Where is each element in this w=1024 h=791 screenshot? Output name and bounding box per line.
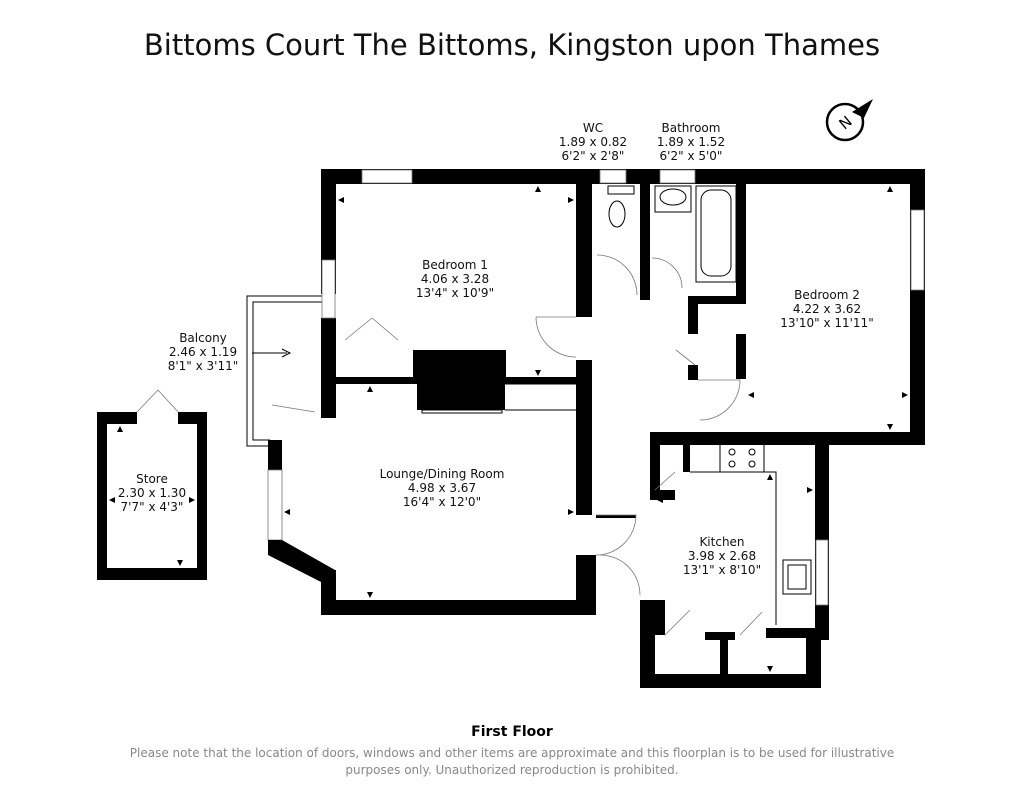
room-imperial: 8'1" x 3'11" (167, 359, 239, 373)
door-swings (271, 254, 763, 636)
floor-label: First Floor (471, 724, 553, 740)
room-label-bathroom: Bathroom 1.89 x 1.52 6'2" x 5'0" (646, 121, 736, 163)
store-walls (97, 389, 207, 580)
room-imperial: 6'2" x 2'8" (561, 149, 625, 163)
room-imperial: 7'7" x 4'3" (120, 500, 184, 514)
room-imperial: 6'2" x 5'0" (659, 149, 723, 163)
room-imperial: 13'4" x 10'9" (415, 286, 495, 300)
fixtures (421, 185, 812, 625)
room-name: WC (582, 121, 604, 135)
room-metric: 1.89 x 1.52 (656, 135, 726, 149)
room-name: Bedroom 2 (794, 288, 860, 302)
room-imperial: 16'4" x 12'0" (402, 495, 482, 509)
exterior-walls (267, 169, 925, 688)
interior-walls (336, 169, 746, 518)
room-name: Store (136, 472, 168, 486)
room-metric: 4.22 x 3.62 (792, 302, 862, 316)
room-name: Bedroom 1 (422, 258, 488, 272)
room-label-balcony: Balcony 2.46 x 1.19 8'1" x 3'11" (158, 331, 248, 373)
room-imperial: 13'10" x 11'11" (780, 316, 874, 330)
dimension-arrows (109, 186, 908, 672)
room-label-bedroom-1: Bedroom 1 4.06 x 3.28 13'4" x 10'9" (400, 258, 510, 300)
disclaimer-text: Please note that the location of doors, … (129, 746, 895, 777)
room-metric: 1.89 x 0.82 (558, 135, 628, 149)
room-metric: 4.98 x 3.67 (407, 481, 477, 495)
balcony-outline (246, 295, 322, 447)
room-imperial: 13'1" x 8'10" (682, 563, 762, 577)
north-compass-icon: N (825, 99, 873, 142)
room-label-kitchen: Kitchen 3.98 x 2.68 13'1" x 8'10" (667, 535, 777, 577)
room-name: Lounge/Dining Room (379, 467, 505, 481)
room-label-lounge: Lounge/Dining Room 4.98 x 3.67 16'4" x 1… (367, 467, 517, 509)
room-metric: 4.06 x 3.28 (420, 272, 490, 286)
plan-title: Bittoms Court The Bittoms, Kingston upon… (143, 28, 881, 62)
room-metric: 2.46 x 1.19 (168, 345, 238, 359)
room-name: Bathroom (661, 121, 721, 135)
room-metric: 3.98 x 2.68 (687, 549, 757, 563)
room-metric: 2.30 x 1.30 (117, 486, 187, 500)
room-name: Kitchen (699, 535, 745, 549)
room-label-wc: WC 1.89 x 0.82 6'2" x 2'8" (553, 121, 633, 163)
room-name: Balcony (179, 331, 227, 345)
room-label-store: Store 2.30 x 1.30 7'7" x 4'3" (108, 472, 196, 514)
room-label-bedroom-2: Bedroom 2 4.22 x 3.62 13'10" x 11'11" (770, 288, 884, 330)
